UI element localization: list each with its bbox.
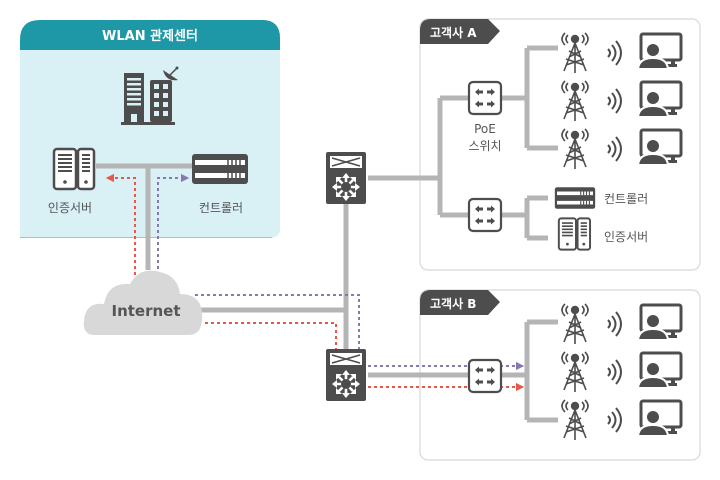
customer-b-tag: 고객사 B — [430, 296, 476, 311]
network-links — [96, 45, 558, 423]
customer-a-controller-label: 컨트롤러 — [604, 192, 648, 206]
controller-label: 컨트롤러 — [199, 201, 243, 215]
switch-icon — [467, 358, 503, 394]
internet-cloud-icon — [83, 270, 203, 335]
control-center-title: WLAN 관제센터 — [102, 28, 198, 44]
poe-switch-label-line1: PoE — [474, 122, 496, 136]
customer-a-auth-server-label: 인증서버 — [604, 230, 648, 244]
core-switch-b-icon — [324, 347, 368, 403]
poe-switch-icon — [467, 80, 503, 116]
building-icon — [121, 66, 179, 125]
auth-server-icon — [557, 217, 592, 251]
poe-switch-label-line2: 스위치 — [468, 139, 501, 153]
customer-b-panel: 고객사 B — [419, 289, 701, 461]
internet-label: Internet — [111, 302, 180, 320]
switch-icon — [467, 197, 503, 233]
core-switch-a-icon — [324, 150, 368, 206]
customer-a-tag: 고객사 A — [430, 25, 477, 40]
auth-server-icon — [52, 147, 96, 191]
controller-icon — [191, 153, 249, 185]
controller-icon — [554, 186, 596, 210]
auth-server-label: 인증서버 — [48, 201, 92, 215]
